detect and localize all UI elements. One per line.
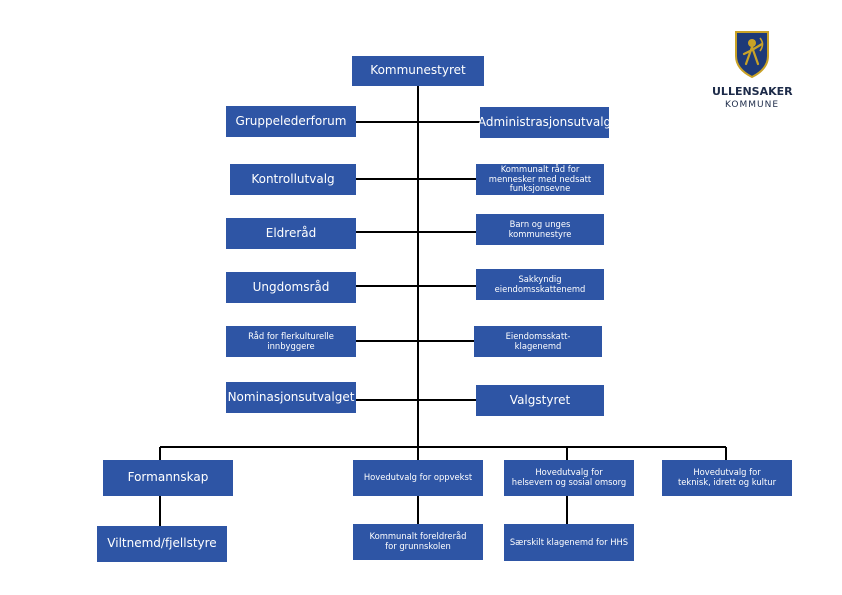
box-kontrollutvalg: Kontrollutvalg bbox=[230, 164, 356, 195]
box-label: Hovedutvalg for teknisk, idrett og kultu… bbox=[677, 467, 777, 487]
box-label: Sakkyndig eiendomsskattenemd bbox=[494, 273, 586, 294]
box-label: Nominasjonsutvalget bbox=[227, 389, 355, 404]
box-label: Administrasjonsutvalg bbox=[477, 114, 612, 129]
box-label: Kommunestyret bbox=[370, 63, 466, 78]
box-valgstyret: Valgstyret bbox=[476, 385, 604, 416]
ullensaker-logo: ULLENSAKER KOMMUNE bbox=[712, 30, 793, 114]
box-label: Råd for flerkulturelle innbyggere bbox=[248, 330, 334, 351]
box-gruppelederforum: Gruppelederforum bbox=[226, 106, 356, 137]
box-ungdomsrad: Ungdomsråd bbox=[226, 272, 356, 303]
box-kommunestyret: Kommunestyret bbox=[352, 56, 484, 86]
box-label: Ungdomsråd bbox=[252, 279, 330, 294]
box-eiendomsskatt-klagenemd: Eiendomsskatt- klagenemd bbox=[474, 326, 602, 357]
box-hovedutvalg-helsevern: Hovedutvalg for helsevern og sosial omso… bbox=[504, 460, 634, 496]
box-viltnemd-fjellstyre: Viltnemd/fjellstyre bbox=[97, 526, 227, 562]
box-barn-og-unges-kommunestyre: Barn og unges kommunestyre bbox=[476, 214, 604, 245]
box-rad-flerkulturelle: Råd for flerkulturelle innbyggere bbox=[226, 326, 356, 357]
box-administrasjonsutvalg: Administrasjonsutvalg bbox=[477, 107, 612, 138]
box-label: Gruppelederforum bbox=[235, 113, 347, 128]
box-label: Barn og unges kommunestyre bbox=[508, 218, 572, 239]
logo-sub: KOMMUNE bbox=[724, 100, 780, 110]
box-hovedutvalg-oppvekst: Hovedutvalg for oppvekst bbox=[353, 460, 483, 496]
municipal-coat-of-arms-icon bbox=[735, 31, 769, 78]
box-label: Hovedutvalg for oppvekst bbox=[363, 472, 473, 483]
box-label: Kommunalt råd for mennesker med nedsatt … bbox=[488, 164, 592, 194]
box-hovedutvalg-teknisk: Hovedutvalg for teknisk, idrett og kultu… bbox=[662, 460, 792, 496]
box-label: Eldreråd bbox=[265, 225, 317, 240]
box-eldrerad: Eldreråd bbox=[226, 218, 356, 249]
box-label: Formannskap bbox=[127, 470, 209, 485]
box-label: Eiendomsskatt- klagenemd bbox=[505, 330, 571, 351]
box-label: Hovedutvalg for helsevern og sosial omso… bbox=[511, 467, 627, 487]
box-label: Kontrollutvalg bbox=[251, 171, 335, 186]
logo-name: ULLENSAKER bbox=[712, 85, 793, 98]
box-rad-nedsatt-funksjonsevne: Kommunalt råd for mennesker med nedsatt … bbox=[476, 164, 604, 195]
box-formannskap: Formannskap bbox=[103, 460, 233, 496]
box-label: Viltnemd/fjellstyre bbox=[107, 536, 217, 551]
box-sakkyndig-eiendomsskattenemd: Sakkyndig eiendomsskattenemd bbox=[476, 269, 604, 300]
box-label: Særskilt klagenemd for HHS bbox=[509, 536, 629, 547]
box-nominasjonsutvalget: Nominasjonsutvalget bbox=[226, 382, 356, 413]
box-label: Valgstyret bbox=[509, 392, 571, 407]
box-saerskilt-klagenemd: Særskilt klagenemd for HHS bbox=[504, 524, 634, 561]
box-label: Kommunalt foreldreråd for grunnskolen bbox=[369, 531, 467, 551]
box-kommunalt-foreldrerad: Kommunalt foreldreråd for grunnskolen bbox=[353, 524, 483, 560]
